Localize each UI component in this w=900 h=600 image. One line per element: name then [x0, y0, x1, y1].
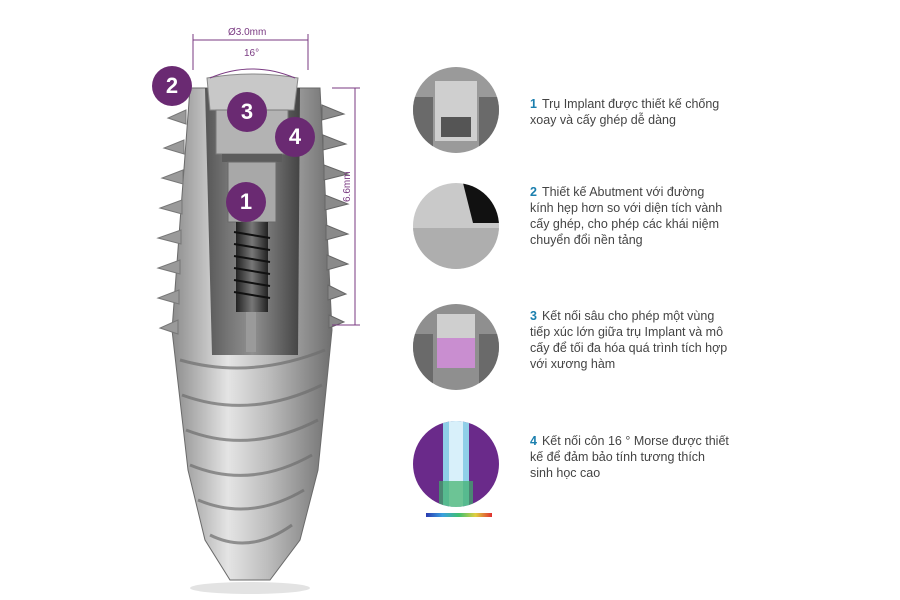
depth-label: 6.6mm — [342, 171, 353, 202]
feature-4-text: Kết nối côn 16 ° Morse được thiết kế để … — [530, 434, 729, 480]
feature-2-text: Thiết kế Abutment với đường kính hẹp hơn… — [530, 185, 723, 247]
callout-badge-1: 1 — [226, 182, 266, 222]
feature-1-number: 1 — [530, 97, 537, 111]
color-scale-bar — [426, 513, 492, 517]
feature-1-text: Trụ Implant được thiết kế chống xoay và … — [530, 97, 720, 127]
feature-1-thumbnail — [413, 67, 499, 153]
feature-4-thumbnail — [413, 421, 499, 507]
angle-label: 16° — [244, 48, 260, 59]
feature-2-thumbnail — [413, 183, 499, 269]
feature-2-number: 2 — [530, 185, 537, 199]
feature-3-thumbnail — [413, 304, 499, 390]
callout-badge-2: 2 — [152, 66, 192, 106]
feature-3-text: Kết nối sâu cho phép một vùng tiếp xúc l… — [530, 309, 728, 371]
callout-badge-4: 4 — [275, 117, 315, 157]
callout-badge-3: 3 — [227, 92, 267, 132]
diameter-label: Ø3.0mm — [228, 27, 267, 38]
feature-3-number: 3 — [530, 309, 537, 323]
feature-4-number: 4 — [530, 434, 537, 448]
